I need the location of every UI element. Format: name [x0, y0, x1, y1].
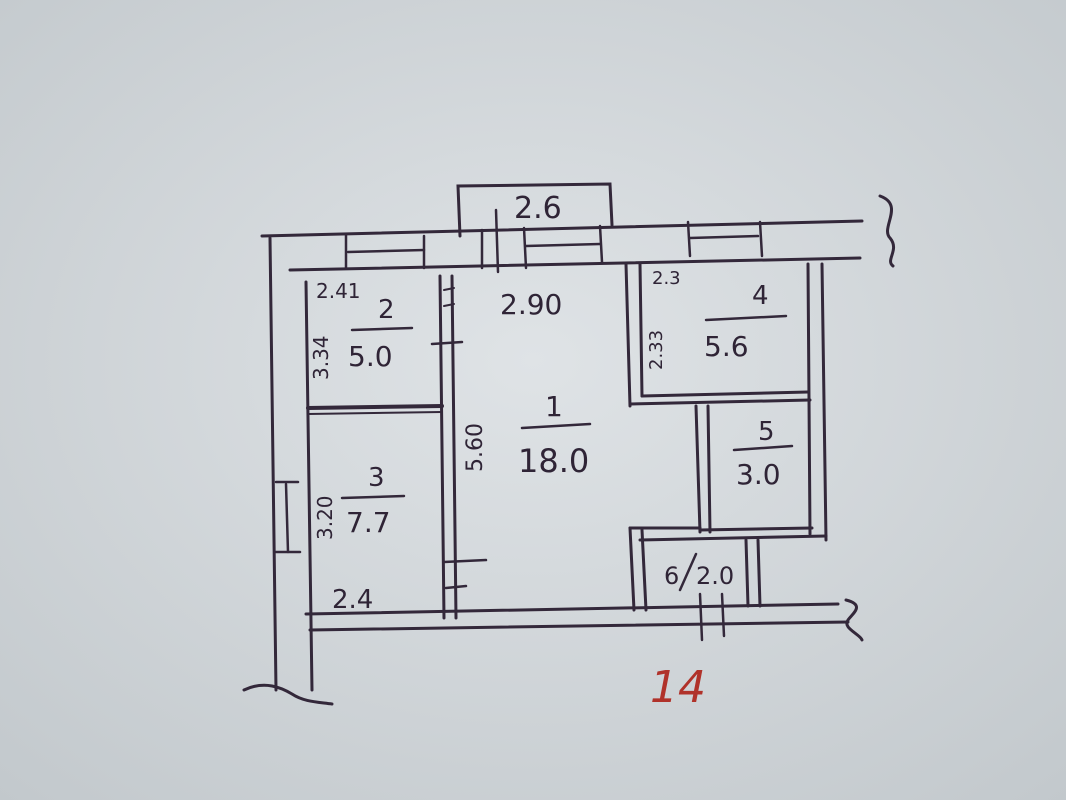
room-5-fraction-bar — [732, 444, 794, 452]
room-2-fraction-bar — [350, 326, 414, 332]
room-6-area: 2.0 — [696, 562, 734, 590]
room-1-height-label: 5.60 — [463, 423, 488, 472]
room-3-fraction-bar — [340, 494, 406, 500]
room-6-number: 6 — [664, 562, 679, 590]
room-2-top-label: 2.41 — [316, 279, 361, 303]
room-3-side-label: 3.20 — [313, 495, 337, 540]
room-4-fraction-bar — [704, 314, 788, 322]
room-1-area: 18.0 — [518, 442, 589, 480]
labels: 2.6 2.90 5.60 1 18.0 2.41 3.34 2 5.0 3.2… — [309, 191, 794, 713]
room-2-area: 5.0 — [348, 340, 393, 373]
balcony-width-label: 2.6 — [514, 191, 562, 226]
sheet-number: 14 — [650, 662, 706, 713]
room-2-number: 2 — [378, 295, 395, 325]
room-1-fraction-bar — [520, 422, 592, 430]
room-3-area: 7.7 — [346, 506, 391, 539]
walls — [242, 182, 896, 706]
room-6-fraction-bar — [678, 552, 698, 592]
room-4-side-label: 2.33 — [646, 330, 667, 370]
room-2-side-label: 3.34 — [309, 335, 333, 380]
room-4-number: 4 — [752, 281, 769, 311]
room-3-bottom-label: 2.4 — [332, 585, 373, 615]
room-5-number: 5 — [758, 417, 775, 447]
room-5-area: 3.0 — [736, 458, 781, 491]
room-4-top-label: 2.3 — [652, 268, 681, 289]
room-3-number: 3 — [368, 463, 385, 493]
room-4-area: 5.6 — [704, 330, 749, 363]
room-1-width-label: 2.90 — [500, 288, 562, 321]
room-1-number: 1 — [545, 390, 563, 423]
